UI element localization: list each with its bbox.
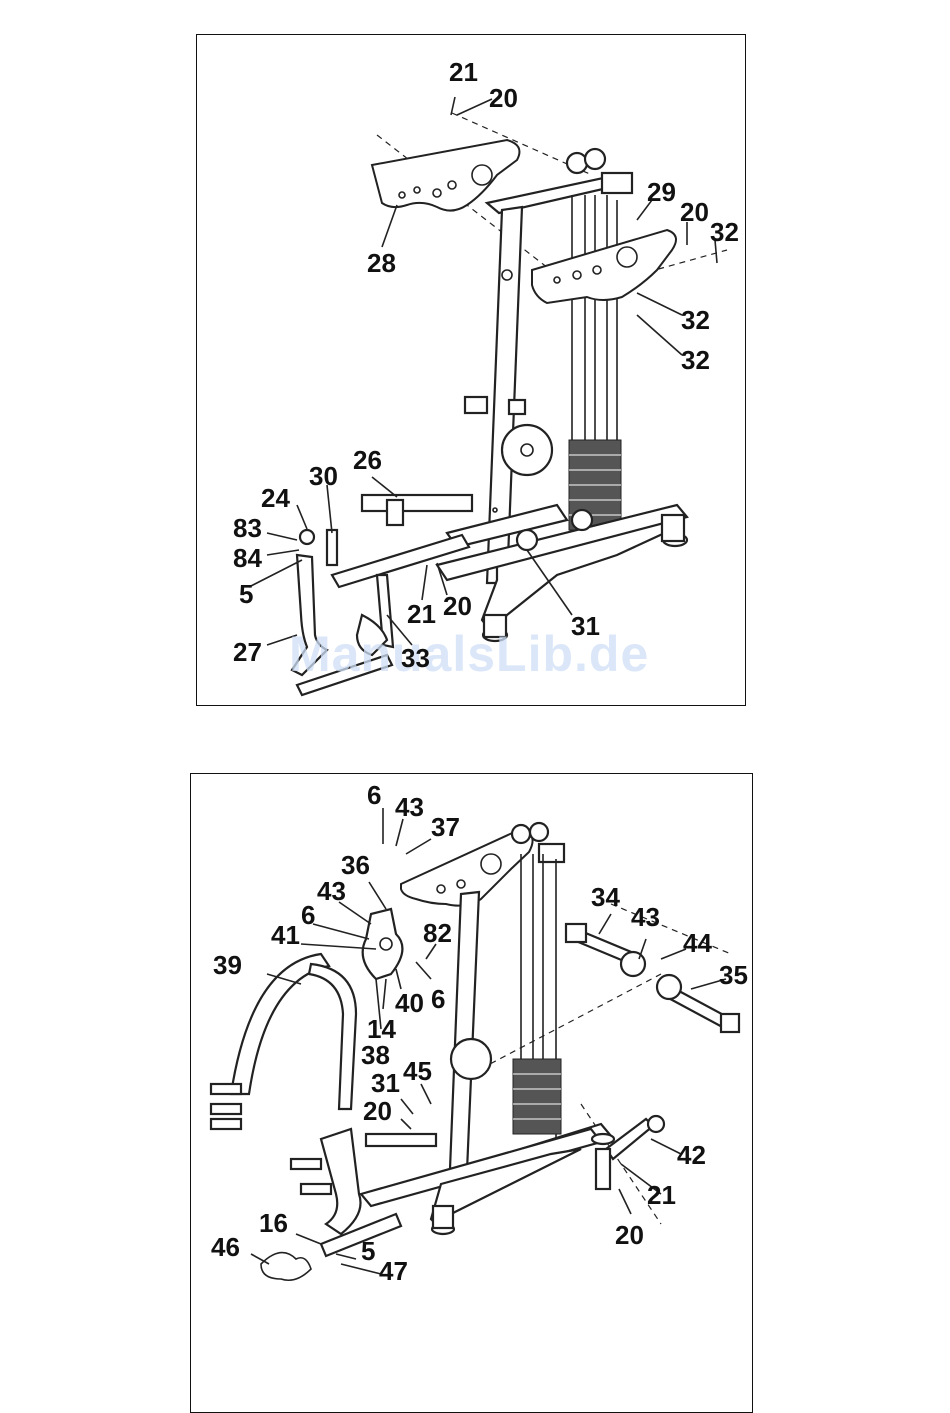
callout-38: 38 [361,1042,390,1068]
callout-83: 83 [233,515,262,541]
callout-39: 39 [213,952,242,978]
callout-45: 45 [403,1058,432,1084]
callout-6: 6 [301,902,315,928]
callout-43: 43 [631,904,660,930]
callout-24: 24 [261,485,290,511]
callout-43: 43 [395,794,424,820]
callout-47: 47 [379,1258,408,1284]
callout-29: 29 [647,179,676,205]
callout-21: 21 [449,59,478,85]
top-diagram-panel: ManualsLib.de 21 20 28 29 20 32 32 32 26… [196,34,746,706]
callout-20: 20 [680,199,709,225]
callout-32: 32 [710,219,739,245]
callout-21: 21 [407,601,436,627]
callout-5: 5 [239,581,253,607]
callout-32: 32 [681,307,710,333]
callout-20: 20 [443,593,472,619]
callout-26: 26 [353,447,382,473]
bottom-machine-drawing [191,774,752,1412]
callout-44: 44 [683,930,712,956]
callout-20: 20 [489,85,518,111]
callout-31: 31 [571,613,600,639]
callout-31: 31 [371,1070,400,1096]
bottom-diagram-panel: 6 43 37 36 43 6 41 82 39 40 6 14 38 34 4… [190,773,753,1413]
callout-82: 82 [423,920,452,946]
callout-20: 20 [615,1222,644,1248]
callout-42: 42 [677,1142,706,1168]
callout-20: 20 [363,1098,392,1124]
callout-37: 37 [431,814,460,840]
callout-30: 30 [309,463,338,489]
callout-35: 35 [719,962,748,988]
callout-43: 43 [317,878,346,904]
callout-6: 6 [431,986,445,1012]
callout-27: 27 [233,639,262,665]
callout-46: 46 [211,1234,240,1260]
callout-16: 16 [259,1210,288,1236]
callout-21: 21 [647,1182,676,1208]
callout-41: 41 [271,922,300,948]
callout-34: 34 [591,884,620,910]
callout-40: 40 [395,990,424,1016]
callout-28: 28 [367,250,396,276]
callout-84: 84 [233,545,262,571]
callout-32: 32 [681,347,710,373]
callout-36: 36 [341,852,370,878]
callout-6: 6 [367,782,381,808]
callout-33: 33 [401,645,430,671]
callout-5: 5 [361,1238,375,1264]
callout-14: 14 [367,1016,396,1042]
